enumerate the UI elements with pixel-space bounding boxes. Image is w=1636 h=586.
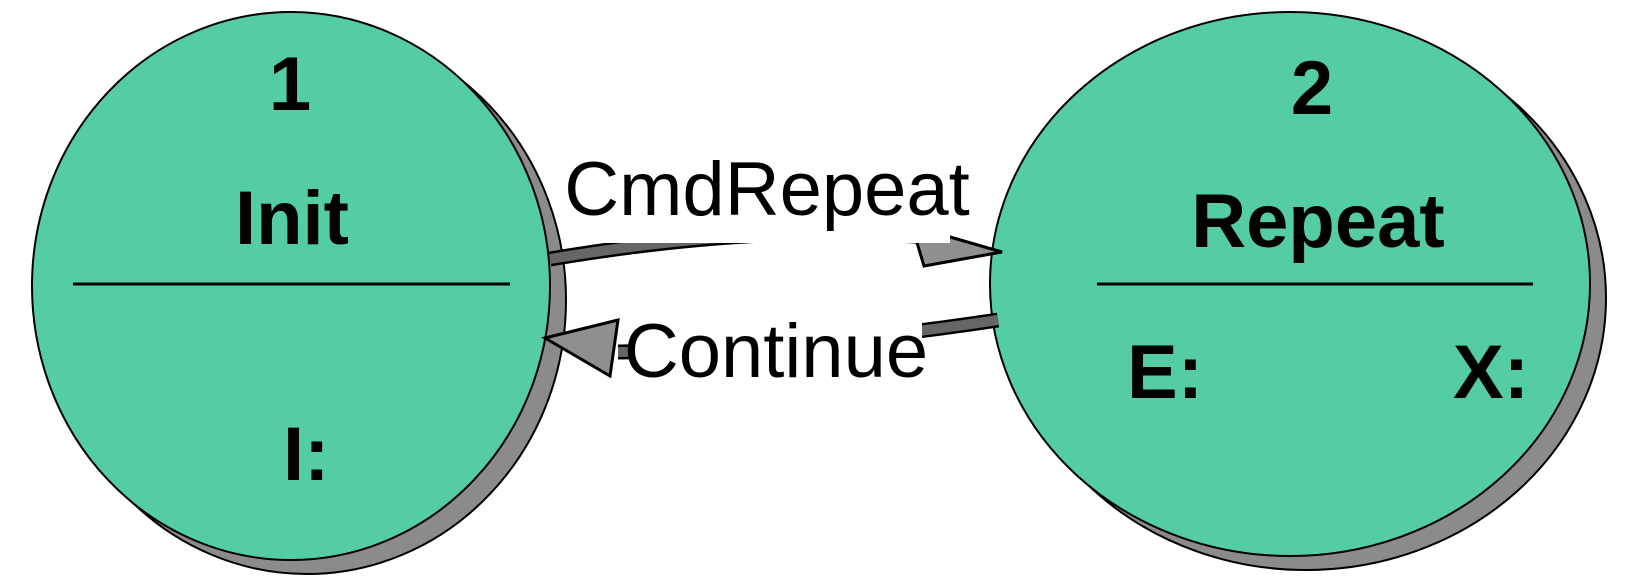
transition-continue-arrowhead-icon (541, 318, 620, 379)
state-init-circle[interactable] (31, 11, 551, 561)
transition-continue[interactable]: Continue (541, 309, 1000, 394)
transition-cmdrepeat-label[interactable]: CmdRepeat (564, 147, 970, 232)
state-node-init[interactable]: 1 Init I: (31, 11, 567, 575)
transition-continue-label-bg (630, 312, 922, 392)
state-repeat-entry-label[interactable]: E: (1127, 330, 1203, 415)
state-repeat-exit-label[interactable]: X: (1453, 330, 1529, 415)
state-init-entry-label[interactable]: I: (283, 412, 329, 497)
state-init-name[interactable]: Init (235, 176, 349, 261)
state-repeat-id: 2 (1291, 46, 1333, 131)
transition-cmdrepeat[interactable]: CmdRepeat (548, 147, 1003, 268)
state-repeat-name[interactable]: Repeat (1191, 179, 1444, 264)
transition-cmdrepeat-label-bg (585, 148, 950, 243)
state-node-repeat[interactable]: 2 Repeat E: X: (989, 11, 1607, 571)
state-init-id: 1 (269, 42, 311, 127)
transition-continue-label[interactable]: Continue (624, 309, 928, 394)
